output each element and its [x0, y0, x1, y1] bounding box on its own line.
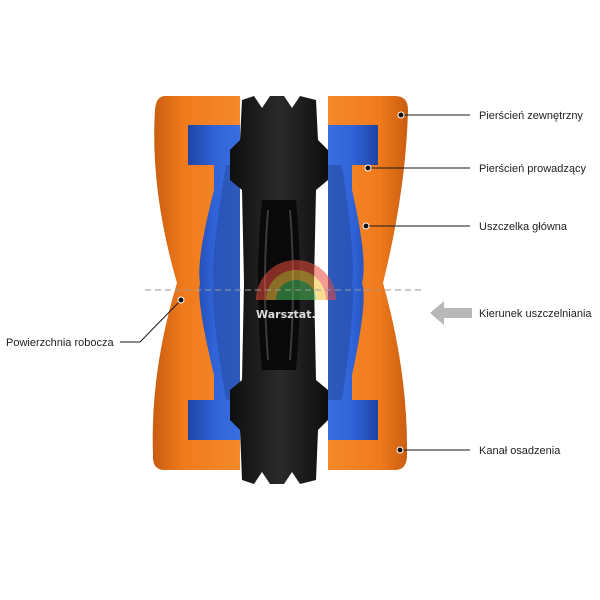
label-mounting-groove: Kanał osadzenia: [479, 445, 561, 457]
leader-working-surface: [120, 299, 182, 343]
arrow-left-icon: [430, 301, 472, 325]
dot-main-seal: [362, 222, 370, 230]
guide-ring-right-lip: [328, 165, 353, 400]
dot-mounting-groove: [396, 446, 404, 454]
label-working-surface: Powierzchnia robocza: [6, 337, 114, 349]
label-sealing-direction: Kierunek uszczelniania: [479, 308, 592, 320]
dot-working-surface: [177, 296, 185, 304]
dot-guide-ring: [364, 164, 372, 172]
label-guide-ring: Pierścień prowadzący: [479, 163, 586, 175]
label-main-seal: Uszczelka główna: [479, 221, 568, 233]
dot-outer-ring: [397, 111, 405, 119]
label-outer-ring: Pierścień zewnętrzny: [479, 110, 583, 122]
guide-ring-left-lip: [213, 165, 240, 400]
watermark-text: Warsztat.pl: [256, 308, 327, 321]
